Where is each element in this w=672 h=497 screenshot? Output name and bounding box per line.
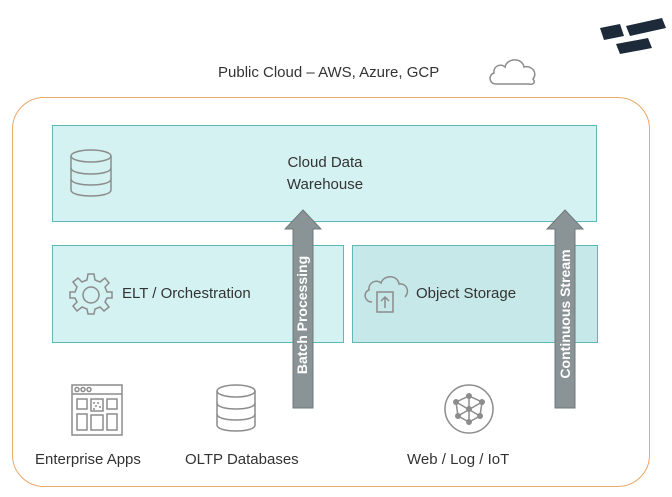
object-storage-label: Object Storage xyxy=(416,285,517,302)
enterprise-apps-icon xyxy=(71,384,123,436)
web-log-iot-label: Web / Log / IoT xyxy=(407,451,510,468)
warehouse-label: Cloud Data Warehouse xyxy=(240,152,410,196)
network-globe-icon xyxy=(444,384,494,434)
continuous-stream-label: Continuous Stream xyxy=(557,249,573,379)
cloud-data-warehouse-box xyxy=(52,125,597,222)
cloud-icon xyxy=(489,59,536,85)
database-icon xyxy=(70,149,112,197)
cloud-upload-icon xyxy=(364,276,409,313)
gear-icon xyxy=(69,273,113,315)
continuous-stream-arrow xyxy=(546,209,584,409)
oltp-database-icon xyxy=(216,384,256,432)
public-cloud-frame xyxy=(12,97,650,487)
batch-processing-label: Batch Processing xyxy=(294,255,310,375)
oltp-databases-label: OLTP Databases xyxy=(185,451,299,468)
warehouse-label-line1: Cloud Data xyxy=(287,154,363,171)
batch-processing-arrow xyxy=(284,209,322,409)
brand-logo xyxy=(600,18,666,54)
elt-label: ELT / Orchestration xyxy=(122,285,251,302)
warehouse-label-line2: Warehouse xyxy=(286,176,364,193)
enterprise-apps-label: Enterprise Apps xyxy=(35,451,141,468)
diagram-title: Public Cloud – AWS, Azure, GCP xyxy=(218,64,440,81)
